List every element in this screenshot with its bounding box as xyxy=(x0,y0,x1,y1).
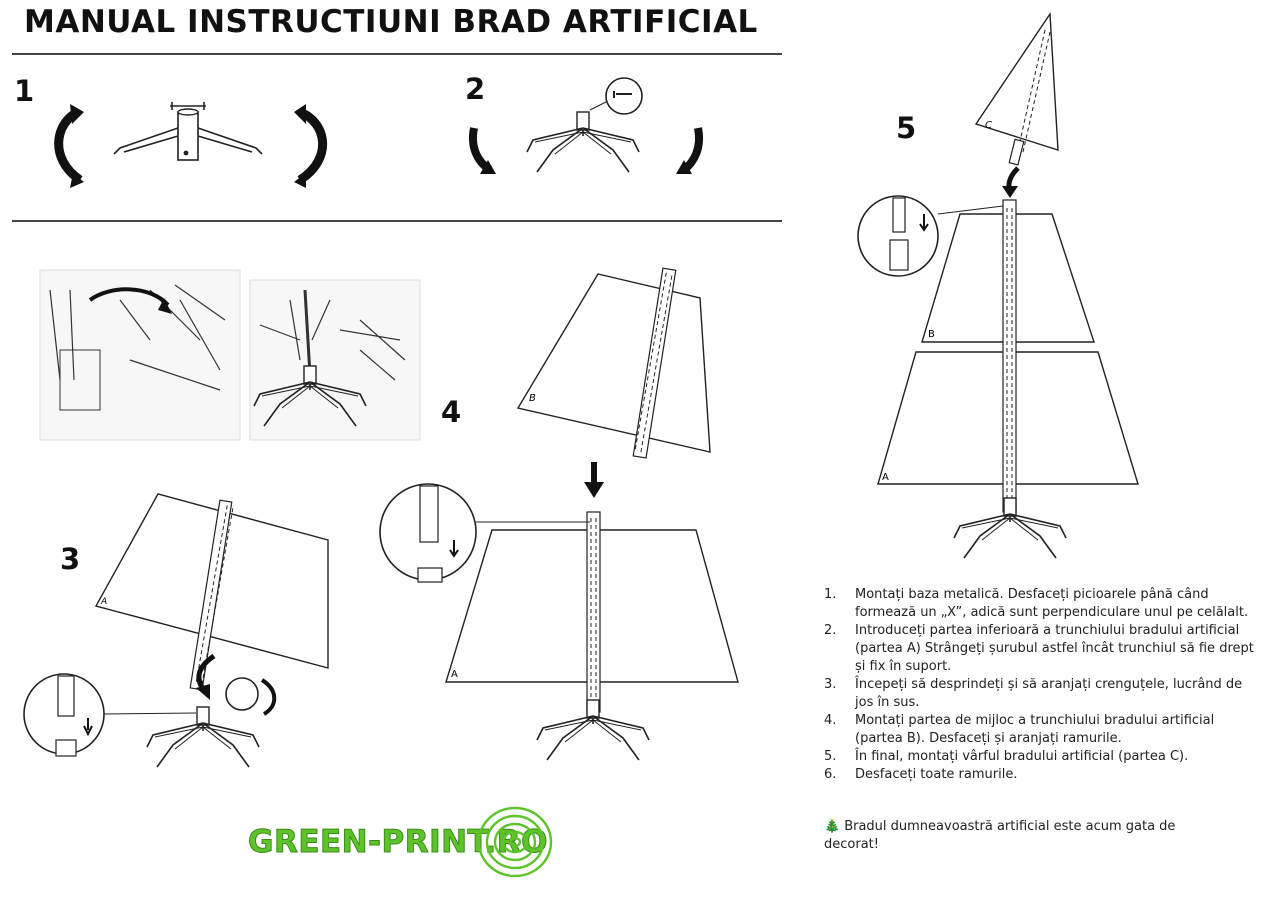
step-number-3: 3 xyxy=(60,542,81,576)
step1-stand-illustration xyxy=(54,102,328,188)
section-label-b-step5: B xyxy=(928,329,935,340)
section-label-b-step4: B xyxy=(529,393,536,404)
section-label-a-step3: A xyxy=(100,597,107,607)
completion-note: 🎄Bradul dumneavoastră artificial este ac… xyxy=(824,818,1224,854)
christmas-tree-icon: 🎄 xyxy=(824,819,841,834)
step-number-5: 5 xyxy=(896,111,917,145)
step5-full-tree xyxy=(857,11,1139,559)
instructions-list: 1.Montați baza metalică. Desfaceți picio… xyxy=(824,586,1264,784)
step-number-4: 4 xyxy=(441,395,462,429)
instruction-item-6: 6.Desfaceți toate ramurile. xyxy=(824,767,1018,782)
step2-stand-illustration xyxy=(469,77,703,174)
instruction-item-2: 2.Introduceți partea inferioară a trunch… xyxy=(824,623,1254,674)
instruction-item-4: 4.Montați partea de mijloc a trunchiului… xyxy=(824,713,1215,746)
section-label-a-step4: A xyxy=(451,669,458,680)
fingerprint-logo-icon xyxy=(477,806,553,878)
brand-logo-text: GREEN-PRINT.RO xyxy=(248,824,549,861)
completion-note-text: Bradul dumneavoastră artificial este acu… xyxy=(824,819,1176,852)
section-divider xyxy=(12,220,782,222)
step4-section-b xyxy=(516,267,711,498)
title-divider xyxy=(12,53,782,55)
step3-section-a xyxy=(23,493,329,768)
step4-section-a xyxy=(379,483,739,761)
instruction-item-3: 3. Începeți să desprindeți și să aranjaț… xyxy=(824,677,1243,710)
section-label-c-step5: C xyxy=(985,120,992,131)
instruction-item-1: 1.Montați baza metalică. Desfaceți picio… xyxy=(824,587,1249,620)
page-title: MANUAL INSTRUCTIUNI BRAD ARTIFICIAL xyxy=(24,4,758,40)
step-number-2: 2 xyxy=(465,72,486,106)
step-number-1: 1 xyxy=(14,74,35,108)
section-label-a-step5: A xyxy=(882,472,889,483)
step3-branch-photos xyxy=(39,269,421,441)
instruction-item-5: 5.În final, montați vârful bradului arti… xyxy=(824,749,1189,764)
